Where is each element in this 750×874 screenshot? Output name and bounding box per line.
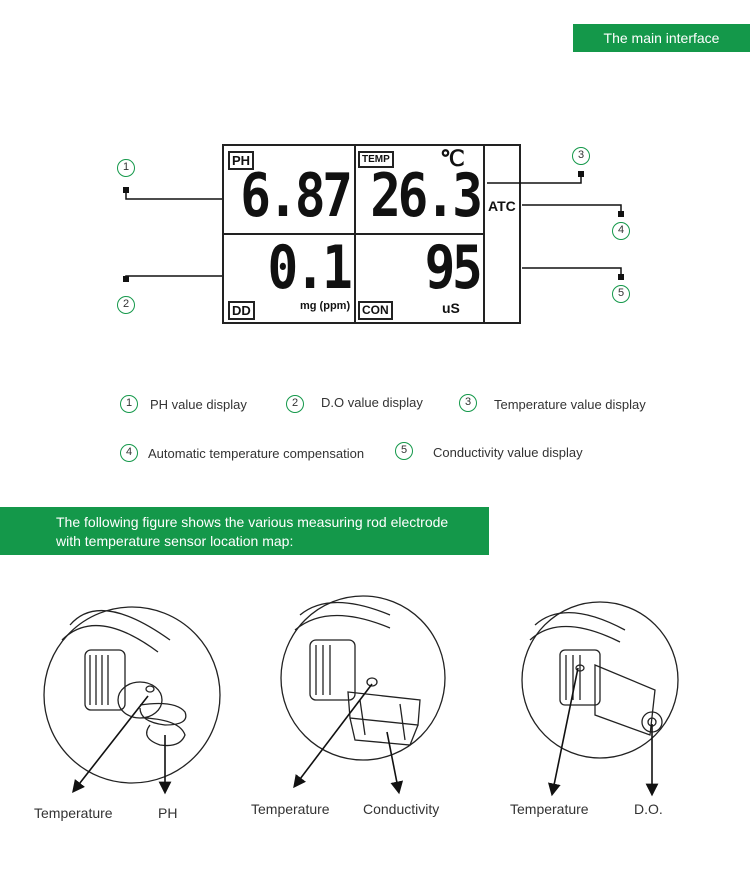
probe-do-icon: [521, 601, 679, 759]
probe-3-right-label: D.O.: [634, 801, 663, 817]
panel-divider-vertical-2: [483, 146, 485, 322]
leader-dot-4: [618, 211, 624, 217]
leader-dot-2: [123, 276, 129, 282]
callout-4-icon: 4: [612, 222, 630, 240]
atc-label: ATC: [488, 198, 516, 214]
legend-num-2-icon: 2: [286, 395, 304, 413]
con-unit: uS: [442, 300, 460, 316]
legend-num-3-icon: 3: [459, 394, 477, 412]
probe-con-temp-arrow: [293, 683, 373, 789]
panel-divider-horizontal: [224, 233, 483, 235]
probe-2-left-label: Temperature: [251, 801, 330, 817]
probe-do-temp-arrow: [548, 667, 579, 797]
probe-1-right-label: PH: [158, 805, 178, 821]
main-interface-title: The main interface: [603, 30, 720, 46]
legend-label-4: Automatic temperature compensation: [148, 446, 365, 461]
probe-ph-icon: [43, 606, 221, 784]
temp-unit: ℃: [440, 146, 465, 171]
legend-num-1-icon: 1: [120, 395, 138, 413]
callout-3-icon: 3: [572, 147, 590, 165]
probe-1-left-label: Temperature: [34, 805, 113, 821]
section-text-line-2: with temperature sensor location map:: [56, 533, 294, 549]
leader-dot-3: [578, 171, 584, 177]
main-interface-banner: The main interface: [573, 24, 750, 52]
probe-ph-temp-arrow: [72, 695, 149, 794]
probe-2-right-label: Conductivity: [363, 801, 440, 817]
probe-con-arrow: [386, 731, 404, 795]
leader-line-3: [487, 175, 582, 184]
legend-num-4-icon: 4: [120, 444, 138, 462]
con-tag: CON: [358, 301, 393, 320]
lcd-display-panel: PH 6.87 TEMP ℃ 26.3 ATC 0.1 mg (ppm) DD …: [222, 144, 521, 324]
temp-value: 26.3: [369, 161, 483, 231]
probe-3-left-label: Temperature: [510, 801, 589, 817]
callout-1-icon: 1: [117, 159, 135, 177]
do-value: 0.1: [267, 233, 352, 303]
legend-num-5-icon: 5: [395, 442, 413, 460]
callout-5-icon: 5: [612, 285, 630, 303]
temp-tag: TEMP: [358, 151, 394, 168]
legend-label-1: PH value display: [150, 397, 247, 412]
probe-conductivity-icon: [280, 595, 446, 761]
section-banner: The following figure shows the various m…: [0, 507, 489, 555]
do-tag: DD: [228, 301, 255, 320]
legend-label-3: Temperature value display: [494, 397, 646, 412]
callout-2-icon: 2: [117, 296, 135, 314]
legend-label-5: Conductivity value display: [433, 445, 583, 460]
leader-dot-5: [618, 274, 624, 280]
con-value: 95: [424, 233, 482, 303]
section-text-line-1: The following figure shows the various m…: [56, 514, 449, 530]
legend-label-2: D.O value display: [321, 395, 423, 410]
ph-tag: PH: [228, 151, 255, 170]
leader-dot-1: [123, 187, 129, 193]
ph-value: 6.87: [239, 161, 353, 231]
do-unit: mg (ppm): [300, 300, 351, 312]
